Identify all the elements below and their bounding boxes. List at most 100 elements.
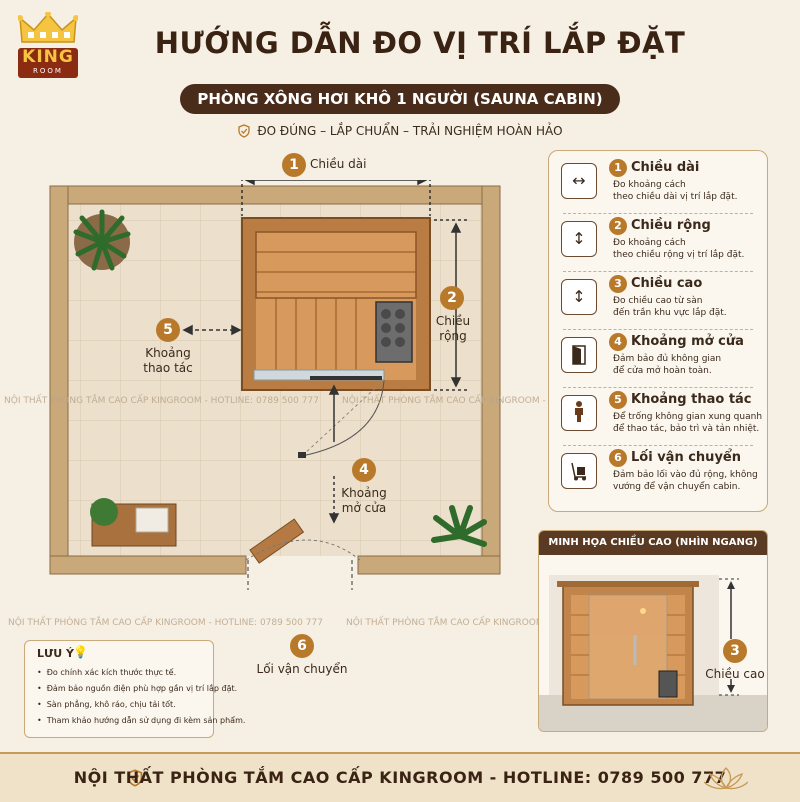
- side-view-panel: MINH HỌA CHIỀU CAO (NHÌN NGANG) 3 Chiều …: [538, 530, 768, 732]
- crown-icon: [18, 12, 78, 43]
- watermark-left-2: NỘI THẤT PHÒNG TẮM CAO CẤP KINGROOM - HO…: [8, 618, 323, 628]
- operate-dimension: [182, 324, 242, 336]
- legend-desc-line2: theo chiều dài vị trí lắp đặt.: [613, 192, 738, 202]
- lightbulb-icon: 💡: [73, 645, 88, 659]
- shield-check-icon: [238, 124, 251, 138]
- entry-door: [249, 518, 305, 564]
- legend-divider: [563, 271, 753, 273]
- legend-title: Chiều cao: [631, 276, 703, 291]
- vertical-arrows-icon: ↕: [561, 221, 597, 257]
- legend-desc-line2: để cửa mở hoàn toàn.: [613, 366, 712, 376]
- legend-number: 4: [609, 333, 627, 351]
- tagline-text: ĐO ĐÚNG – LẮP CHUẨN – TRẢI NGHIỆM HOÀN H…: [257, 124, 563, 138]
- door-icon: [561, 337, 597, 373]
- door-clearance-dimension: [328, 384, 340, 524]
- legend-number: 3: [609, 275, 627, 293]
- legend-item-operate: 5 Khoảng thao tác Để trống không gian xu…: [557, 389, 763, 447]
- sauna-cabin-top-view: [241, 217, 431, 391]
- legend-title: Khoảng thao tác: [631, 392, 752, 407]
- legend-item-transport: 6 Lối vận chuyển Đảm bảo lối vào đủ rộng…: [557, 447, 761, 505]
- note-item: Sàn phẳng, khô ráo, chịu tải tốt.: [37, 699, 213, 710]
- horizontal-arrows-icon: ↔: [561, 163, 597, 199]
- side-view-illustration: [539, 575, 767, 731]
- legend-number: 1: [609, 159, 627, 177]
- transport-path: [247, 560, 353, 590]
- shield-check-icon: [127, 769, 143, 787]
- operate-label-line1: Khoảng: [145, 346, 191, 360]
- door-label-line1: Khoảng: [341, 486, 387, 500]
- legend-desc-line1: Đảm bảo đủ không gian: [613, 354, 722, 364]
- logo-sub-text: ROOM: [33, 67, 63, 75]
- legend-desc-line2: theo chiều rộng vị trí lắp đặt.: [613, 250, 745, 260]
- length-dimension: [241, 180, 431, 216]
- legend-title: Khoảng mở cửa: [631, 334, 744, 349]
- tagline: ĐO ĐÚNG – LẮP CHUẨN – TRẢI NGHIỆM HOÀN H…: [230, 122, 570, 140]
- height-number-badge: 3: [723, 639, 747, 663]
- legend-desc: Để trống không gian xung quanh để thao tá…: [613, 411, 763, 435]
- legend-divider: [563, 387, 753, 389]
- footer-bar: NỘI THẤT PHÒNG TẮM CAO CẤP KINGROOM - HO…: [0, 752, 800, 802]
- legend-item-height: ↕ 3 Chiều cao Đo chiều cao từ sàn đến trầ…: [557, 273, 761, 331]
- height-arrows-icon: ↕: [561, 279, 597, 315]
- width-label-line1: Chiều: [435, 314, 471, 328]
- room-walls: [49, 185, 501, 575]
- legend-number: 5: [609, 391, 627, 409]
- legend-item-length: ↔ 1 Chiều dài Đo khoảng cách theo chiều d…: [557, 157, 761, 215]
- legend-panel: ↔ 1 Chiều dài Đo khoảng cách theo chiều d…: [548, 150, 768, 512]
- width-label-line2: rộng: [439, 329, 467, 343]
- operate-label-line2: thao tác: [143, 361, 193, 375]
- transport-label: Lối vận chuyển: [256, 662, 348, 676]
- legend-desc: Đảm bảo lối vào đủ rộng, không vướng để v…: [613, 469, 763, 493]
- legend-divider: [563, 445, 753, 447]
- legend-divider: [563, 213, 753, 215]
- legend-item-door: 4 Khoảng mở cửa Đảm bảo đủ không gian để …: [557, 331, 761, 389]
- legend-number: 2: [609, 217, 627, 235]
- length-number-badge: 1: [282, 153, 306, 177]
- note-box: LƯU Ý 💡 Đo chính xác kích thước thực tế.…: [24, 640, 246, 738]
- legend-title: Chiều rộng: [631, 218, 711, 233]
- door-swing: [298, 379, 385, 458]
- legend-desc-line2: để thao tác, bảo trì và tản nhiệt.: [613, 424, 760, 434]
- legend-desc: Đo khoảng cách theo chiều dài vị trí lắp …: [613, 179, 763, 203]
- watermark-center-2: NỘI THẤT PHÒNG TẮM CAO CẤP KINGROOM - HO…: [346, 618, 661, 628]
- note-title: LƯU Ý: [37, 647, 74, 660]
- legend-desc-line2: vướng để vận chuyển cabin.: [613, 482, 741, 492]
- door-number-badge: 4: [352, 458, 376, 482]
- legend-title: Chiều dài: [631, 160, 700, 175]
- legend-title: Lối vận chuyển: [631, 450, 741, 465]
- subtitle-banner: PHÒNG XÔNG HƠI KHÔ 1 NGƯỜI (SAUNA CABIN): [180, 84, 620, 114]
- legend-desc: Đo chiều cao từ sàn đến trần khu vực lắp …: [613, 295, 763, 319]
- legend-number: 6: [609, 449, 627, 467]
- potted-plant-bottom: [431, 505, 487, 547]
- legend-desc-line1: Đo chiều cao từ sàn: [613, 296, 703, 306]
- kingroom-logo: KING ROOM: [10, 12, 86, 82]
- operate-number-badge: 5: [156, 318, 180, 342]
- legend-divider: [563, 329, 753, 331]
- side-view-heading: MINH HỌA CHIỀU CAO (NHÌN NGANG): [539, 531, 767, 555]
- bench-furniture: [90, 498, 177, 547]
- legend-desc-line1: Đảm bảo lối vào đủ rộng, không: [613, 470, 758, 480]
- legend-desc-line2: đến trần khu vực lắp đặt.: [613, 308, 727, 318]
- lotus-icon: [704, 767, 748, 790]
- legend-desc-line1: Để trống không gian xung quanh: [613, 412, 763, 422]
- page-title: HƯỚNG DẪN ĐO VỊ TRÍ LẮP ĐẶT: [154, 26, 686, 60]
- logo-main-text: KING: [22, 47, 74, 67]
- transport-number-badge: 6: [290, 634, 314, 658]
- length-label: Chiều dài: [310, 157, 367, 171]
- legend-desc-line1: Đo khoảng cách: [613, 180, 686, 190]
- height-label: Chiều cao: [705, 667, 765, 681]
- watermark-center: NỘI THẤT PHÒNG TẮM CAO CẤP KINGROOM - HO…: [342, 396, 657, 406]
- person-icon: [561, 395, 597, 431]
- door-label-line2: mở cửa: [341, 501, 387, 515]
- note-item: Tham khảo hướng dẫn sử dụng đi kèm sản p…: [37, 715, 246, 726]
- width-number-badge: 2: [440, 286, 464, 310]
- note-item: Đo chính xác kích thước thực tế.: [37, 667, 213, 678]
- hand-truck-icon: [561, 453, 597, 489]
- logo-wordmark: KING ROOM: [18, 48, 78, 78]
- floor-plan: [49, 180, 501, 590]
- legend-desc: Đảm bảo đủ không gian để cửa mở hoàn toàn…: [613, 353, 763, 377]
